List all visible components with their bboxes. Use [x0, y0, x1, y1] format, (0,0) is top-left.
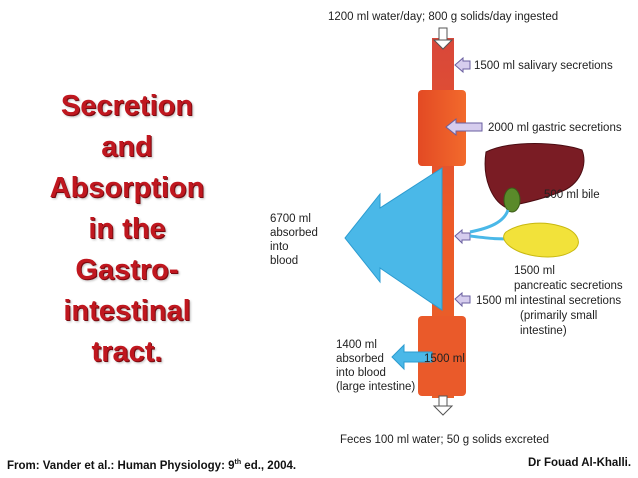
absorbed-large-line: into blood — [336, 367, 386, 379]
absorbed-large-label: 1400 ml absorbed into blood (large intes… — [336, 339, 415, 393]
pancreas-icon — [503, 222, 579, 258]
pancreatic-label-line: 1500 ml — [514, 265, 555, 277]
colon-volume-label: 1500 ml — [424, 353, 465, 365]
absorbed-large-line: absorbed — [336, 353, 384, 365]
intestinal-label-line: (primarily small — [520, 310, 597, 322]
absorbed-large-line: (large intestine) — [336, 381, 415, 393]
ingestion-arrow — [432, 27, 454, 50]
source-prefix: From: Vander et al.: Human Physiology: 9 — [7, 459, 235, 472]
intestinal-label-line: intestine) — [520, 325, 567, 337]
title-line: intestinal — [63, 295, 191, 327]
absorbed-small-label: 6700 ml absorbed into blood — [270, 213, 321, 267]
salivary-label: 1500 ml salivary secretions — [474, 60, 613, 72]
source-sup: th — [234, 459, 242, 466]
pancreatic-label: 1500 ml pancreatic secretions — [514, 265, 623, 292]
slide-title: Secretion and Absorption in the Gastro- … — [22, 86, 232, 373]
absorbed-small-line: into — [270, 241, 289, 253]
salivary-secretion-arrow — [454, 56, 471, 74]
source-citation: From: Vander et al.: Human Physiology: 9… — [7, 459, 296, 472]
large-intestine-absorption-arrow — [391, 343, 433, 371]
gastric-label: 2000 ml gastric secretions — [488, 122, 622, 134]
intestinal-label: 1500 ml intestinal secretions (primarily… — [476, 295, 624, 337]
bile-label: 500 ml bile — [544, 189, 600, 201]
title-line: Secretion — [60, 90, 194, 122]
title-line: Absorption — [49, 172, 205, 204]
author-credit: Dr Fouad Al-Khalli. — [528, 457, 632, 469]
absorbed-small-line: absorbed — [270, 227, 318, 239]
title-line: and — [101, 131, 153, 163]
large-intestine-block — [418, 316, 466, 396]
title-line: Gastro- — [75, 254, 179, 286]
excretion-arrow — [432, 395, 454, 416]
intestinal-label-line: 1500 ml intestinal secretions — [476, 295, 621, 307]
intake-label: 1200 ml water/day; 800 g solids/day inge… — [328, 11, 558, 23]
intestinal-secretion-arrow — [454, 291, 471, 308]
gastric-secretion-arrow — [445, 117, 483, 137]
bile-secretion-arrow — [454, 228, 471, 245]
title-line: tract. — [91, 336, 163, 368]
title-line: in the — [88, 213, 166, 245]
small-intestine-absorption-arrow — [344, 167, 443, 311]
absorbed-large-line: 1400 ml — [336, 339, 377, 351]
absorbed-small-line: 6700 ml — [270, 213, 311, 225]
feces-label: Feces 100 ml water; 50 g solids excreted — [340, 434, 549, 446]
bile-duct-icon — [469, 209, 510, 234]
source-suffix: ed., 2004. — [241, 459, 297, 472]
absorbed-small-line: blood — [270, 255, 298, 267]
stomach-block — [418, 90, 466, 166]
pancreatic-label-line: pancreatic secretions — [514, 280, 623, 292]
gallbladder-icon — [503, 187, 521, 213]
